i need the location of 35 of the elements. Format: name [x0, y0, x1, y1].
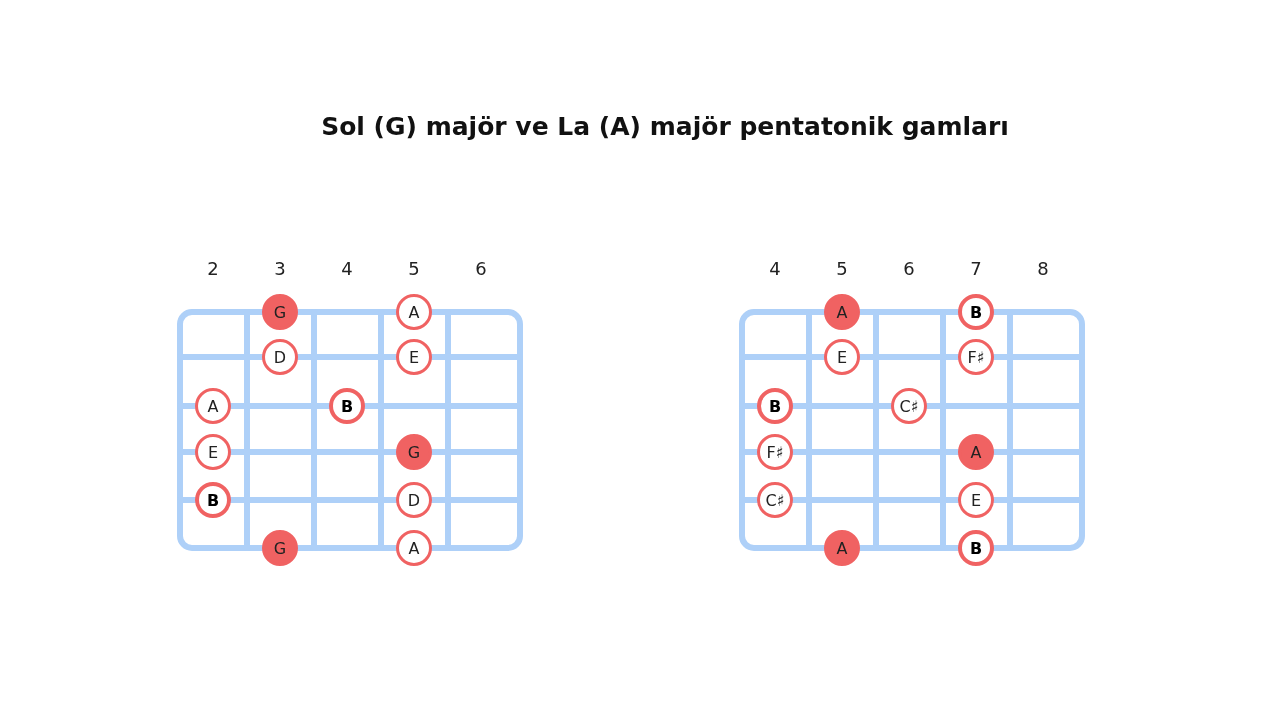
fret-number: 8: [1036, 258, 1050, 279]
note-marker: F♯: [757, 434, 793, 470]
note-marker: B: [329, 388, 365, 424]
note-marker: A: [396, 294, 432, 330]
diagram-title: Sol (G) majör ve La (A) majör pentatonik gamları: [320, 112, 1010, 141]
note-marker: C♯: [891, 388, 927, 424]
fret-number: 6: [902, 258, 916, 279]
root-note-marker: A: [824, 294, 860, 330]
note-marker: E: [824, 339, 860, 375]
fret-number: 3: [273, 258, 287, 279]
fret-number: 5: [407, 258, 421, 279]
root-note-marker: G: [262, 530, 298, 566]
note-marker: A: [195, 388, 231, 424]
note-marker: B: [958, 294, 994, 330]
fret-number: 5: [835, 258, 849, 279]
note-marker: C♯: [757, 482, 793, 518]
fret-number: 4: [768, 258, 782, 279]
note-marker: B: [195, 482, 231, 518]
root-note-marker: A: [824, 530, 860, 566]
root-note-marker: G: [262, 294, 298, 330]
note-marker: F♯: [958, 339, 994, 375]
note-marker: D: [262, 339, 298, 375]
note-marker: B: [958, 530, 994, 566]
note-marker: A: [396, 530, 432, 566]
root-note-marker: G: [396, 434, 432, 470]
root-note-marker: A: [958, 434, 994, 470]
note-marker: E: [396, 339, 432, 375]
fret-number: 4: [340, 258, 354, 279]
fret-number: 2: [206, 258, 220, 279]
fret-number: 7: [969, 258, 983, 279]
note-marker: D: [396, 482, 432, 518]
note-marker: E: [958, 482, 994, 518]
note-marker: B: [757, 388, 793, 424]
fret-number: 6: [474, 258, 488, 279]
note-marker: E: [195, 434, 231, 470]
